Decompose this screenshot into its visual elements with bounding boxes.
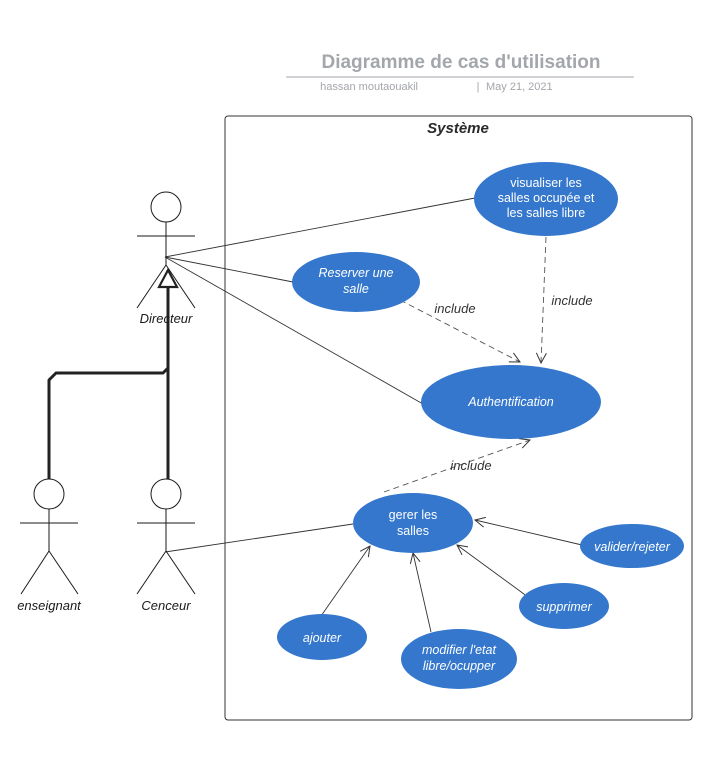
usecase-modifier[interactable]: modifier l'etat libre/ocupper — [401, 629, 517, 689]
svg-text:salle: salle — [343, 282, 369, 296]
actor-cenceur[interactable]: Cenceur — [136, 478, 196, 613]
header-separator: | — [477, 81, 480, 93]
usecase-gerer[interactable]: gerer les salles — [353, 493, 473, 553]
include-visualiser-auth — [541, 236, 546, 363]
svg-text:libre/ocupper: libre/ocupper — [423, 659, 496, 673]
svg-text:gerer les: gerer les — [389, 508, 438, 522]
actor-head — [150, 478, 182, 510]
generalization-arrowhead — [157, 267, 179, 289]
svg-text:modifier l'etat: modifier l'etat — [422, 643, 496, 657]
svg-text:salles: salles — [397, 524, 429, 538]
actor-enseignant[interactable]: enseignant — [17, 478, 82, 613]
actor-label-enseignant: enseignant — [17, 598, 82, 613]
system-title: Système — [427, 120, 489, 137]
include-label-reserver: include — [434, 301, 475, 316]
actor-label-directeur: Directeur — [140, 311, 193, 326]
diagram-title: Diagramme de cas d'utilisation — [321, 52, 600, 73]
assoc-directeur-reserver — [164, 256, 294, 283]
include-reserver-auth — [399, 299, 520, 362]
svg-text:valider/rejeter: valider/rejeter — [594, 540, 671, 554]
system-boundary — [224, 115, 693, 721]
usecase-visualiser[interactable]: visualiser les salles occupée et les sal… — [474, 162, 618, 236]
usecase-reserver[interactable]: Reserver une salle — [292, 252, 420, 312]
assoc-directeur-authentification — [164, 256, 424, 405]
svg-text:ajouter: ajouter — [303, 631, 342, 645]
usecase-authentification[interactable]: Authentification — [421, 365, 601, 439]
svg-text:salles occupée et: salles occupée et — [498, 191, 595, 205]
svg-text:Authentification: Authentification — [467, 395, 554, 409]
actor-label-cenceur: Cenceur — [141, 598, 191, 613]
author-name: hassan moutaouakil — [320, 81, 418, 93]
assoc-cenceur-gerer — [164, 523, 354, 553]
usecase-ajouter[interactable]: ajouter — [277, 614, 367, 660]
svg-text:supprimer: supprimer — [536, 600, 592, 614]
arrow-modifier-gerer — [413, 553, 432, 633]
actor-directeur[interactable]: Directeur — [136, 191, 196, 326]
svg-text:les salles libre: les salles libre — [507, 206, 586, 220]
actor-head — [33, 478, 65, 510]
arrow-valider-gerer — [475, 520, 583, 546]
usecase-valider[interactable]: valider/rejeter — [580, 524, 684, 568]
include-label-visualiser: include — [551, 293, 592, 308]
diagram-date: May 21, 2021 — [486, 81, 553, 93]
actor-head — [150, 191, 182, 223]
usecase-supprimer[interactable]: supprimer — [519, 583, 609, 629]
include-label-gerer: include — [450, 458, 491, 473]
svg-text:visualiser les: visualiser les — [510, 176, 582, 190]
arrow-supprimer-gerer — [457, 545, 529, 598]
arrow-ajouter-gerer — [320, 546, 370, 617]
include-gerer-auth — [383, 440, 530, 493]
assoc-directeur-visualiser — [164, 197, 476, 258]
svg-text:Reserver une: Reserver une — [318, 266, 393, 280]
